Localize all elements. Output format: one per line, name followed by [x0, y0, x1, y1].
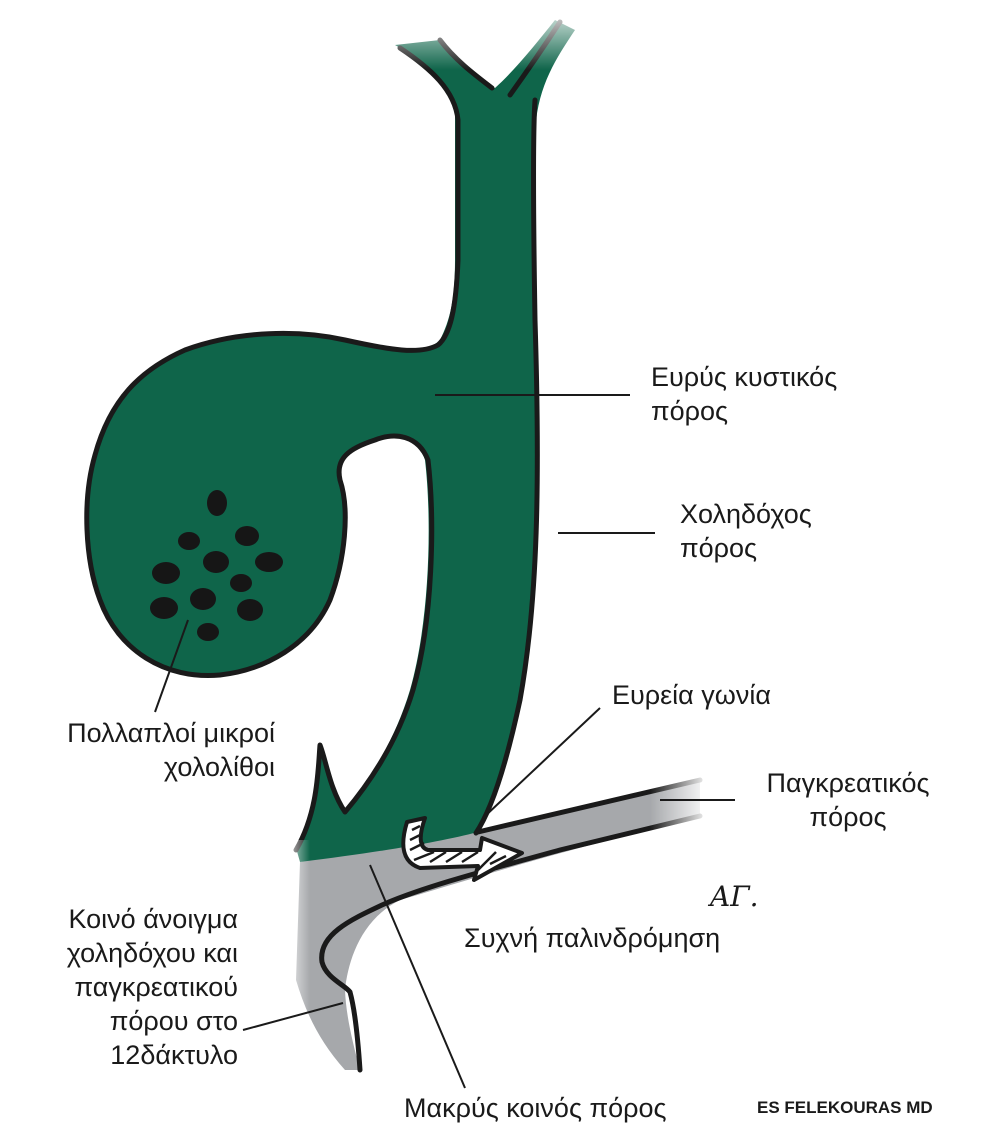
label-long-common-channel: Μακρύς κοινός πόρος: [404, 1091, 667, 1125]
label-common-bile-duct: Χοληδόχος πόρος: [680, 497, 812, 565]
label-common-opening: Κοινό άνοιγμα χοληδόχου και παγκρεατικού…: [10, 902, 238, 1072]
label-wide-cystic-duct: Ευρύς κυστικός πόρος: [651, 360, 837, 428]
author-credit: ES FELEKOURAS MD: [757, 1098, 933, 1118]
label-frequent-reflux: Συχνή παλινδρόμηση: [464, 921, 720, 955]
artist-signature: ΑΓ.: [710, 880, 759, 913]
label-multiple-stones: Πολλαπλοί μικροί χολολίθοι: [20, 716, 275, 784]
leader-long-common-channel: [370, 865, 465, 1088]
label-wide-angle: Ευρεία γωνία: [612, 678, 771, 712]
label-pancreatic-duct: Παγκρεατικός πόρος: [748, 766, 948, 834]
